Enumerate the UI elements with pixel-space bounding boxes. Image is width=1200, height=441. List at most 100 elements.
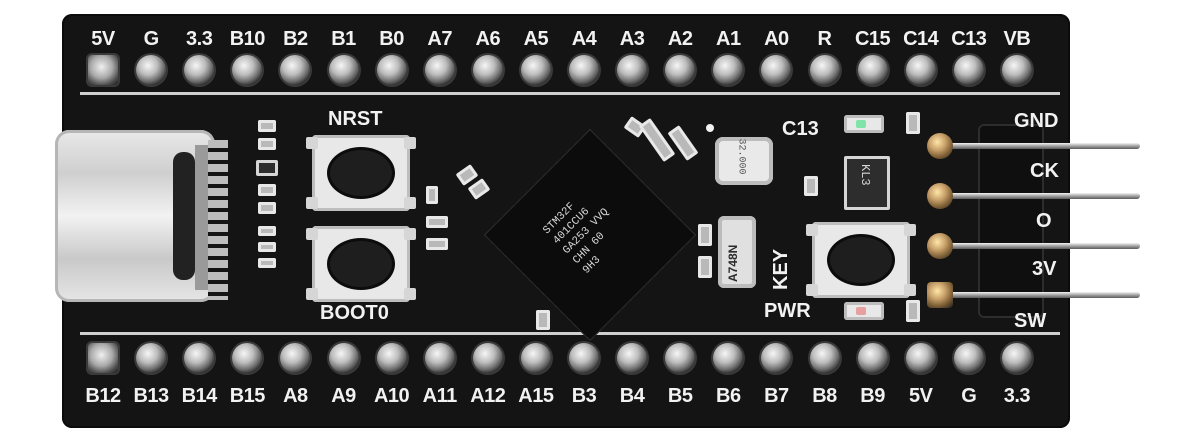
power-led [844,302,884,320]
bottom-pin-label: A15 [518,385,554,407]
swd-pin-pad [927,133,953,159]
bottom-header-pin-pad [953,343,984,373]
bottom-pin-label: A11 [422,385,458,407]
reset-button[interactable] [306,135,416,211]
top-pin-label: VB [1003,28,1031,50]
user-key-button-cap[interactable] [830,237,892,283]
bottom-pin-label: B6 [716,385,741,407]
top-header-pin-pad [1001,55,1032,85]
bottom-header-pin-pad [665,343,696,373]
regulator-marking: KL3 [858,164,872,186]
pwr-led-label: PWR [764,300,811,322]
bottom-pin-label: G [961,385,977,407]
bottom-pin-label: 3.3 [1003,385,1031,407]
top-pin-label: C15 [854,28,891,50]
bottom-pin-label: B15 [229,385,266,407]
top-pin-label: B2 [283,28,308,50]
c13-led [844,115,884,133]
swd-pin-pad [927,233,953,259]
top-header-pin-pad [232,55,263,85]
swd-header-pin [950,292,1140,298]
bottom-pin-label: B14 [181,385,218,407]
top-pin-label: B0 [379,28,404,50]
top-pin-label: 5V [91,28,115,50]
smd-capacitor [426,216,448,228]
boot0-button-cap[interactable] [330,241,392,287]
smd-capacitor [698,224,712,246]
bottom-pin-label: B7 [764,385,789,407]
top-header-pin-pad [665,55,696,85]
bottom-header-pin-pad [857,343,888,373]
smd-resistor [804,176,818,196]
crystal-32khz: A748N [718,216,756,288]
bottom-header-pin-pad [905,343,936,373]
smd-resistor [258,226,276,236]
button-corner [306,228,318,240]
button-corner [806,224,818,236]
bottom-pin-label: B13 [133,385,169,407]
bottom-pin-label: B8 [812,385,837,407]
button-corner [404,228,416,240]
button-corner [904,224,916,236]
top-header-pin-pad [376,55,407,85]
top-header-pin-pad [280,55,311,85]
top-header-pin-pad [617,55,648,85]
top-header-pin-pad [472,55,503,85]
swd-header-pin [950,143,1140,149]
smd-capacitor [536,310,550,330]
crystal-oscillator: 32.000 [715,137,773,185]
button-corner [404,137,416,149]
top-pin-label: A0 [764,28,789,50]
top-header-pin-pad [857,55,888,85]
voltage-regulator-ic: KL3 [844,156,890,210]
swd-label-3v: 3V [1032,258,1057,280]
c13-led-lens [856,120,866,128]
smd-resistor [258,202,276,214]
swd-header-pin [950,243,1140,249]
top-header-pin-pad [328,55,359,85]
button-corner [806,284,818,296]
top-pin-label: C14 [903,28,939,50]
bottom-header-pin-pad [376,343,407,373]
top-pin-label: A4 [571,28,597,50]
bottom-pin-label: A12 [470,385,506,407]
pin1-marker-dot [706,124,714,132]
swd-pin-pad-square [927,282,953,308]
bottom-header-pin-pad [328,343,359,373]
bottom-pin-label: A8 [283,385,308,407]
smd-capacitor [426,186,438,204]
swd-label-gnd: GND [1014,110,1059,132]
smd-resistor [258,258,276,268]
smd-resistor [906,112,920,134]
button-corner [404,197,416,209]
bottom-header-pin-pad [232,343,263,373]
top-pin-label: G [143,28,160,50]
top-header-pin-pad [88,55,118,85]
bottom-header-pin-pad [136,343,167,373]
smd-resistor [906,300,920,322]
button-corner [306,288,318,300]
swd-label-io: O [1036,210,1052,232]
top-pin-label: A2 [667,28,693,50]
power-led-lens [856,307,866,315]
swd-pin-pad [927,183,953,209]
button-corner [904,284,916,296]
usb-c-contact-pads [208,140,228,300]
top-header-pin-pad [761,55,792,85]
reset-button-cap[interactable] [330,150,392,196]
bottom-pin-label: B5 [667,385,693,407]
button-corner [306,137,318,149]
bottom-header-pin-pad [617,343,648,373]
user-key-button[interactable] [806,222,916,298]
top-pin-label: C13 [951,28,987,50]
bottom-pin-label: A9 [331,385,356,407]
top-header-pin-pad [809,55,840,85]
smd-resistor [258,138,276,150]
top-pin-label: A1 [716,28,741,50]
bottom-header-pin-pad [280,343,311,373]
boot0-button[interactable] [306,226,416,302]
top-pin-label: B10 [229,28,266,50]
top-header-pin-pad [520,55,551,85]
top-silk-line [80,92,1060,95]
bottom-header-pin-pad [809,343,840,373]
